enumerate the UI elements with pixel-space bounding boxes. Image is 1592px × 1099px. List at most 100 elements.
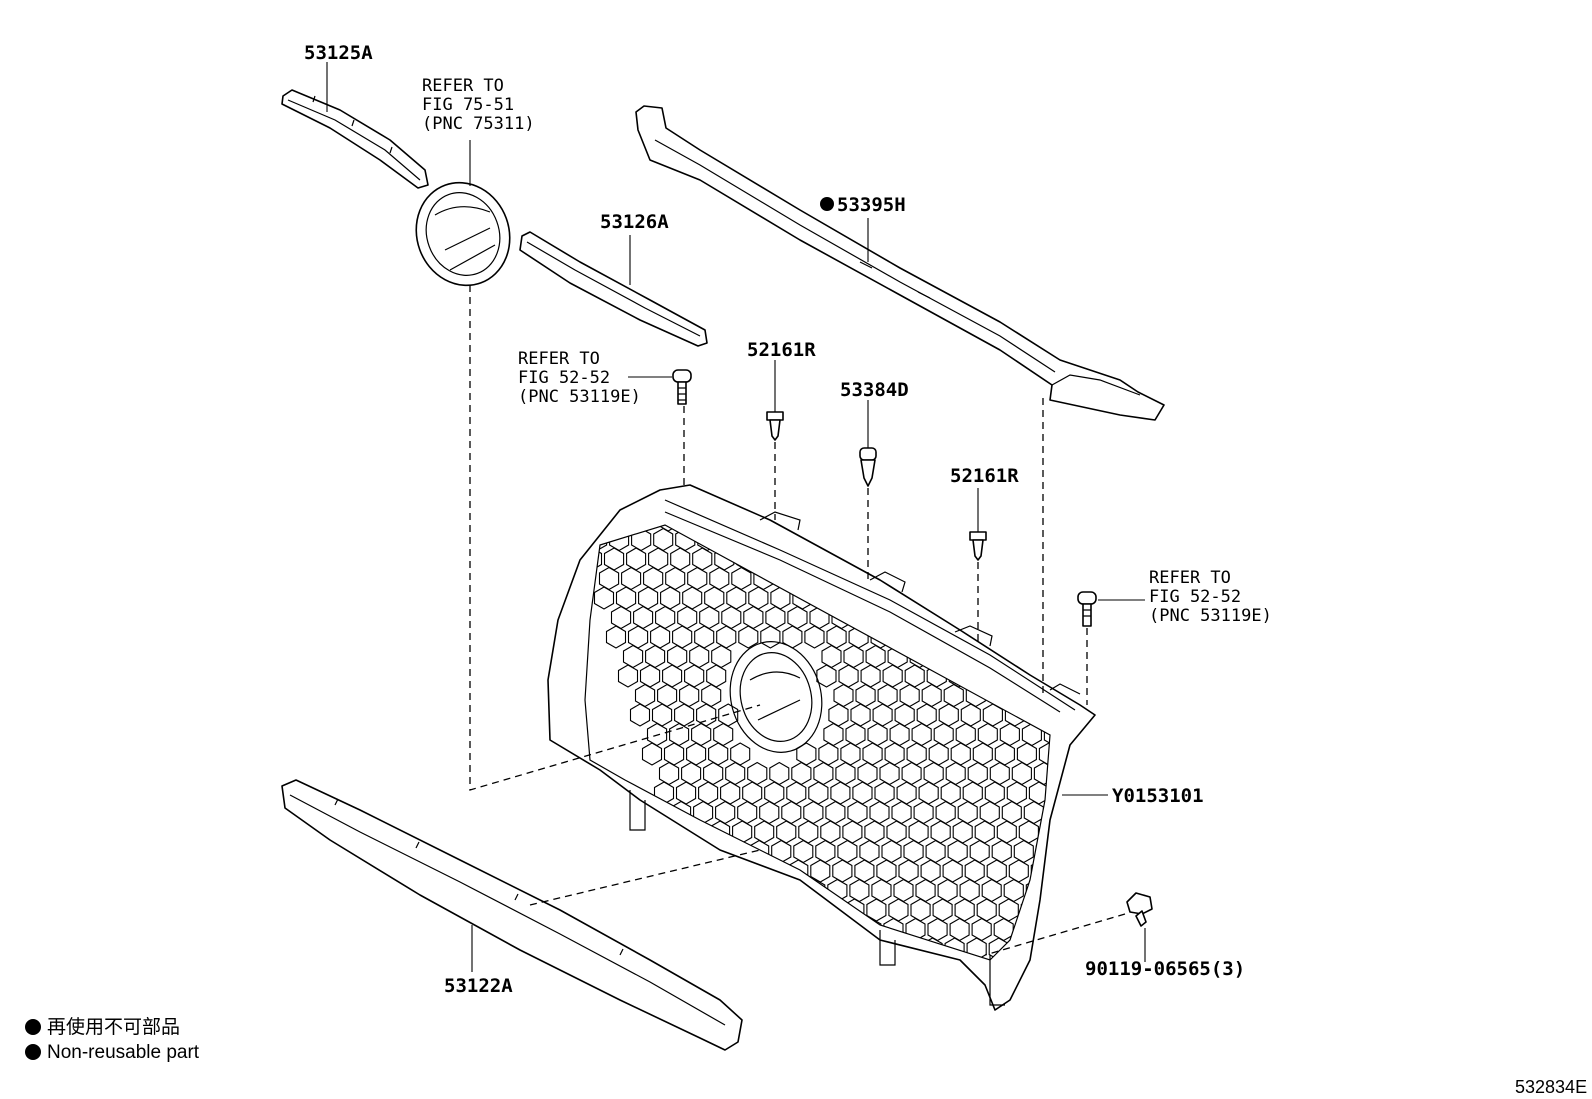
mesh-cell [751, 917, 772, 942]
mesh-cell [890, 547, 911, 571]
mesh-cell [882, 664, 903, 688]
mesh-cell [832, 859, 853, 883]
emblem-ref-note: REFER TO FIG 75-51 (PNC 75311) [422, 76, 535, 134]
mesh-cell [1204, 704, 1223, 726]
emblem-part[interactable] [402, 169, 524, 298]
mesh-cell [1214, 665, 1233, 687]
mesh-cell [1307, 1075, 1326, 1097]
mesh-cell [651, 703, 673, 727]
mesh-cell [1247, 880, 1266, 902]
mesh-cell [1146, 1016, 1165, 1038]
mesh-cell [1147, 841, 1166, 863]
mesh-cell [1301, 841, 1320, 863]
mesh-cell [998, 1075, 1017, 1097]
mesh-cell [1210, 938, 1229, 960]
mesh-cell [891, 800, 912, 825]
mesh-cell [1222, 548, 1241, 570]
mesh-cell [738, 625, 759, 649]
mesh-cell [669, 722, 690, 747]
mesh-cell [1139, 529, 1158, 551]
mesh-cell [1118, 1036, 1137, 1058]
mesh-cell [963, 605, 984, 630]
mesh-cell [782, 625, 803, 649]
mesh-cell [1181, 880, 1200, 902]
mesh-cell [986, 1036, 1005, 1058]
mesh-cell [800, 898, 821, 922]
mesh-cell [1155, 724, 1174, 746]
mesh-cell [821, 644, 842, 669]
mesh-cell [687, 566, 708, 591]
mesh-cell [1057, 1016, 1076, 1038]
mesh-cell [1196, 821, 1215, 843]
clip-52161r-2-part[interactable] [969, 531, 987, 561]
mesh-cell [781, 977, 800, 999]
mesh-cell [1074, 1036, 1093, 1058]
mesh-cell [1062, 997, 1081, 1019]
mesh-cell [842, 997, 861, 1019]
mesh-cell [766, 1036, 785, 1058]
diagram-code: 532834E [1515, 1077, 1587, 1097]
mesh-cell [1133, 724, 1152, 746]
mesh-cell [1120, 860, 1139, 882]
mesh-cell [1207, 1036, 1226, 1058]
mesh-cell [1130, 821, 1149, 843]
mesh-cell [1091, 1055, 1110, 1077]
mesh-cell [718, 956, 740, 960]
mesh-cell [1024, 625, 1046, 649]
non-reusable-bullet-53395h [820, 197, 834, 211]
mesh-cell [954, 898, 975, 922]
mesh-cell [1308, 899, 1327, 921]
mesh-cell [985, 605, 1006, 630]
mesh-cell [1170, 665, 1189, 687]
mesh-cell [930, 820, 951, 844]
mesh-cell [1165, 685, 1184, 707]
screw-90119-part[interactable] [1126, 892, 1153, 927]
mesh-cell [952, 997, 971, 1019]
mesh-cell [1279, 841, 1298, 863]
mesh-cell [830, 781, 851, 805]
mesh-cell [754, 997, 773, 1019]
mesh-cell [1241, 646, 1260, 668]
mesh-cell [867, 722, 888, 747]
upper-seal-part[interactable] [635, 105, 1165, 421]
upper-moulding-part[interactable] [281, 89, 429, 189]
mesh-cell [1347, 919, 1366, 941]
side-moulding-part[interactable] [519, 231, 708, 347]
mesh-cell [1383, 1036, 1402, 1058]
mesh-cell [829, 956, 850, 960]
mesh-cell [1232, 938, 1251, 960]
clip-left-part[interactable] [672, 369, 692, 405]
label-53384d: 53384D [840, 379, 909, 401]
mesh-cell [1070, 626, 1089, 648]
mesh-cell [921, 683, 942, 708]
mesh-cell [893, 1055, 912, 1077]
clip-53384d-part[interactable] [859, 447, 877, 487]
mesh-cell [721, 605, 742, 630]
mesh-cell [646, 722, 668, 747]
mesh-cell [1030, 1036, 1049, 1058]
mesh-cell [1124, 587, 1143, 609]
mesh-cell [937, 878, 958, 903]
mesh-cell [1101, 1016, 1120, 1038]
clip-52161r-1-part[interactable] [766, 411, 784, 441]
mesh-cell [1266, 977, 1285, 999]
mesh-cell [717, 878, 738, 903]
mesh-cell [1151, 997, 1170, 1019]
clip-right-part[interactable] [1077, 591, 1097, 627]
mesh-cell [1099, 685, 1118, 707]
mesh-cell [1186, 860, 1205, 882]
mesh-cell [1136, 626, 1155, 648]
clip-right-ref-note: REFER TO FIG 52-52 (PNC 53119E) [1149, 568, 1272, 626]
mesh-cell [1225, 880, 1244, 902]
mesh-cell [1022, 547, 1044, 571]
mesh-cell [1359, 958, 1378, 980]
lower-moulding-part[interactable] [281, 779, 743, 1051]
mesh-cell [653, 527, 674, 552]
mesh-cell [739, 1055, 758, 1077]
mesh-cell [1288, 977, 1307, 999]
mesh-cell [1222, 977, 1241, 999]
mesh-cell [699, 605, 720, 630]
mesh-cell [924, 586, 945, 610]
mesh-cell [995, 566, 1017, 591]
